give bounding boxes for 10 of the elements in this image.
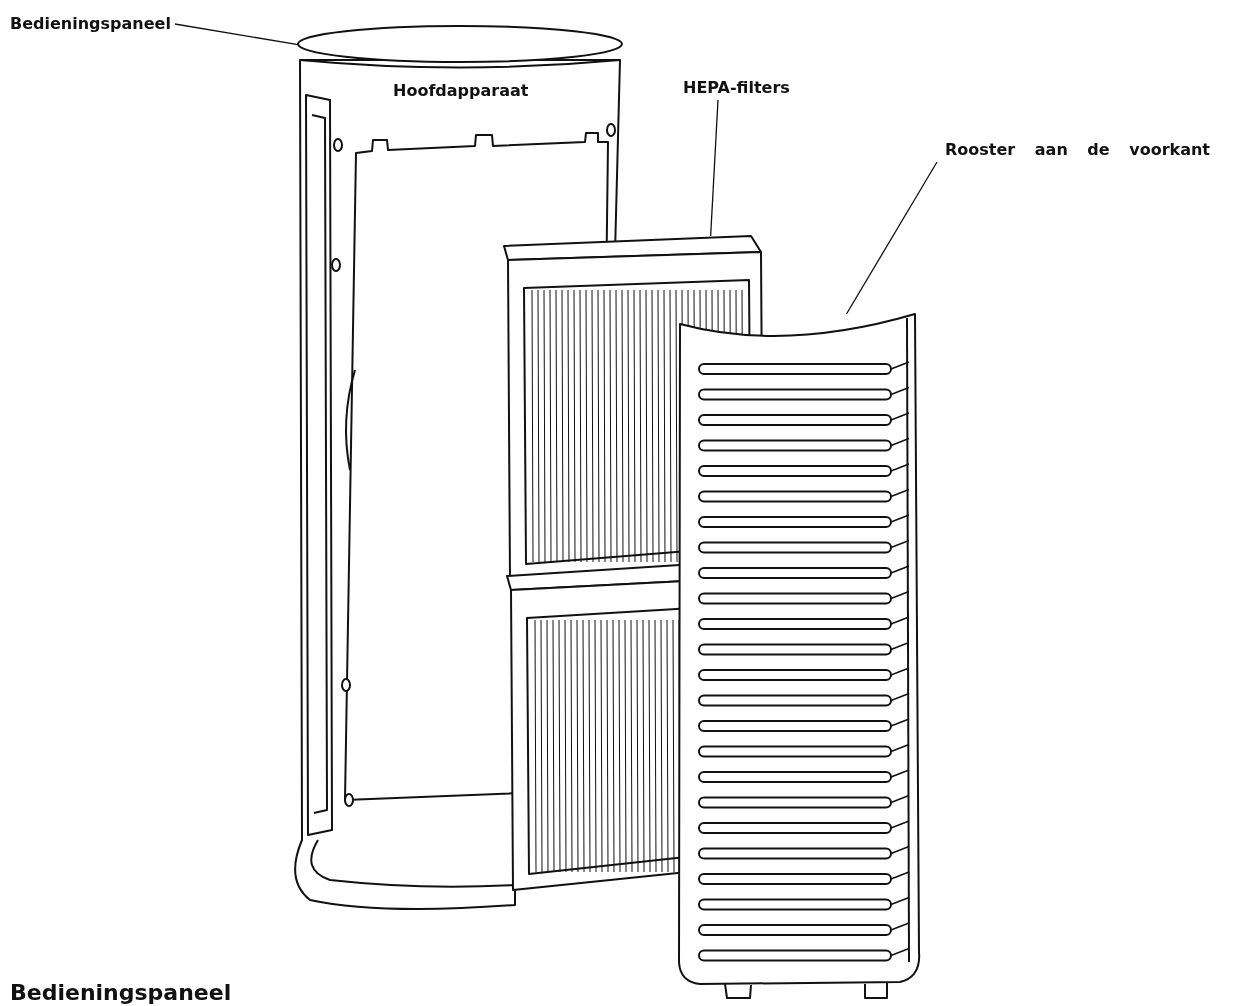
callout-label: Bedieningspaneel <box>10 14 171 34</box>
front-grille-drawing <box>678 313 921 999</box>
part-label: Hoofdapparaat <box>393 82 529 100</box>
leader-line <box>845 161 938 315</box>
leader-line <box>174 23 299 46</box>
callout-label: Rooster aan de voorkant <box>945 140 1210 160</box>
control-panel-drawing <box>297 25 623 63</box>
section-heading: Bedieningspaneel <box>10 981 232 1005</box>
leader-line <box>710 99 719 237</box>
callout-label: HEPA-filters <box>683 78 790 98</box>
